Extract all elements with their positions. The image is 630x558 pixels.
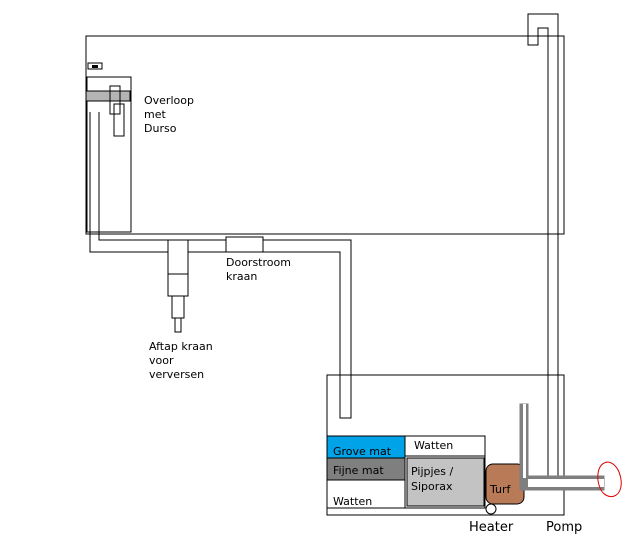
return-pipe — [527, 13, 559, 488]
doorstroom-label: Doorstroom kraan — [226, 256, 294, 283]
main-tank — [85, 35, 565, 235]
overflow-durso — [85, 62, 132, 233]
durso-elbow — [113, 103, 125, 137]
overflow-box — [86, 76, 132, 233]
drain-pipe — [89, 112, 352, 419]
watten-left-label: Watten — [333, 495, 372, 508]
filter-section-mats: Grove mat Fijne mat Watten — [326, 435, 406, 509]
watten-right-label: Watten — [414, 439, 453, 452]
watten-right — [404, 435, 486, 457]
filter-section-pijpjes: Watten Pijpjes / Siporax — [404, 435, 486, 509]
pomp-label: Pomp — [546, 520, 582, 535]
grove-mat-label: Grove mat — [333, 445, 392, 458]
outflow-marker — [597, 461, 622, 497]
fijne-mat-label: Fijne mat — [333, 464, 384, 477]
durso-inner-pipe — [109, 85, 121, 115]
heater-icon — [485, 503, 497, 515]
flow-valve — [225, 236, 264, 253]
durso-cap-dot — [92, 65, 98, 68]
durso-band — [85, 90, 131, 102]
aftap-label: Aftap kraan voor verversen — [149, 340, 216, 381]
turf-label: Turf — [489, 483, 512, 496]
drain-tap — [167, 239, 189, 333]
pump-outlet-pipe — [519, 403, 605, 491]
watten-left — [326, 479, 406, 509]
pijpjes-siporax — [406, 457, 485, 507]
pijpjes-label: Pijpjes / Siporax — [411, 465, 457, 493]
overloop-label: Overloop met Durso — [144, 94, 197, 135]
heater-label: Heater — [469, 520, 514, 535]
